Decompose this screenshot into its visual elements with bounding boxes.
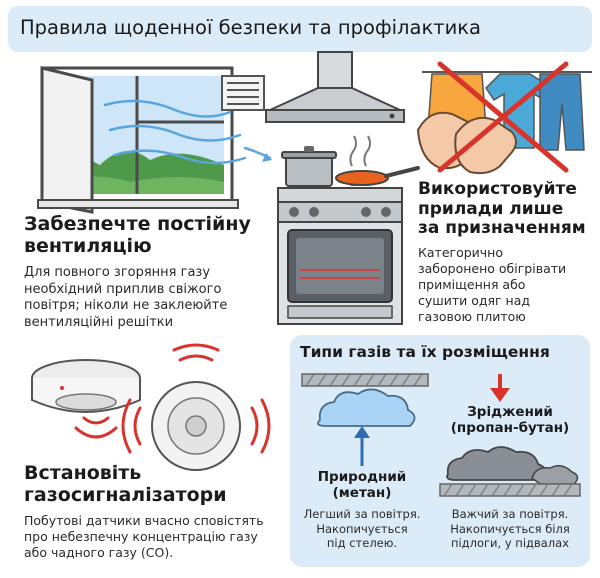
hands-icon: [416, 111, 517, 175]
natural-gas-desc: Легший за повітря. Накопичується під сте…: [303, 507, 421, 551]
range-hood-icon: [265, 51, 405, 123]
prohibition-cross-icon: [437, 61, 569, 173]
frying-pan-icon: [335, 135, 420, 186]
ceiling-icon: [301, 373, 429, 387]
lpg-desc: Важчий за повітря. Накопичується біля пі…: [450, 507, 570, 551]
lpg-name: Зріджений (пропан-бутан): [450, 404, 570, 436]
window-icon: [37, 66, 239, 214]
wind-arrows-icon: [103, 99, 272, 165]
page-title: Правила щоденної безпеки та профілактика: [20, 16, 481, 39]
floor-icon: [439, 483, 581, 497]
purpose-body: Категорично заборонено обігрівати приміщ…: [418, 245, 567, 324]
detectors-body: Побутові датчики вчасно сповістять про н…: [24, 513, 264, 560]
down-arrow-icon: [490, 374, 510, 402]
gas-types-heading: Типи газів та їх розміщення: [300, 343, 550, 361]
natural-gas-cloud-icon: [317, 388, 416, 427]
lpg-cloud-icon: [446, 446, 579, 485]
natural-gas-name: Природний (метан): [317, 469, 407, 501]
ventilation-heading: Забезпечте постійну вентиляцію: [24, 213, 251, 257]
alarm-waves-icon: [74, 343, 271, 454]
up-arrow-icon: [354, 426, 370, 466]
detectors-heading: Встановіть газосигналізатори: [24, 462, 227, 506]
smoke-detector-icon: [31, 359, 141, 413]
ventilation-body: Для повного згоряння газу необхідний при…: [24, 265, 228, 330]
gas-stove-icon: [277, 183, 403, 325]
vent-grille-icon: [221, 75, 265, 111]
pot-icon: [281, 146, 337, 187]
title-bar: Правила щоденної безпеки та профілактика: [8, 6, 592, 52]
gas-detector-icon: [151, 381, 241, 471]
purpose-heading: Використовуйте прилади лише за призначен…: [418, 179, 586, 239]
